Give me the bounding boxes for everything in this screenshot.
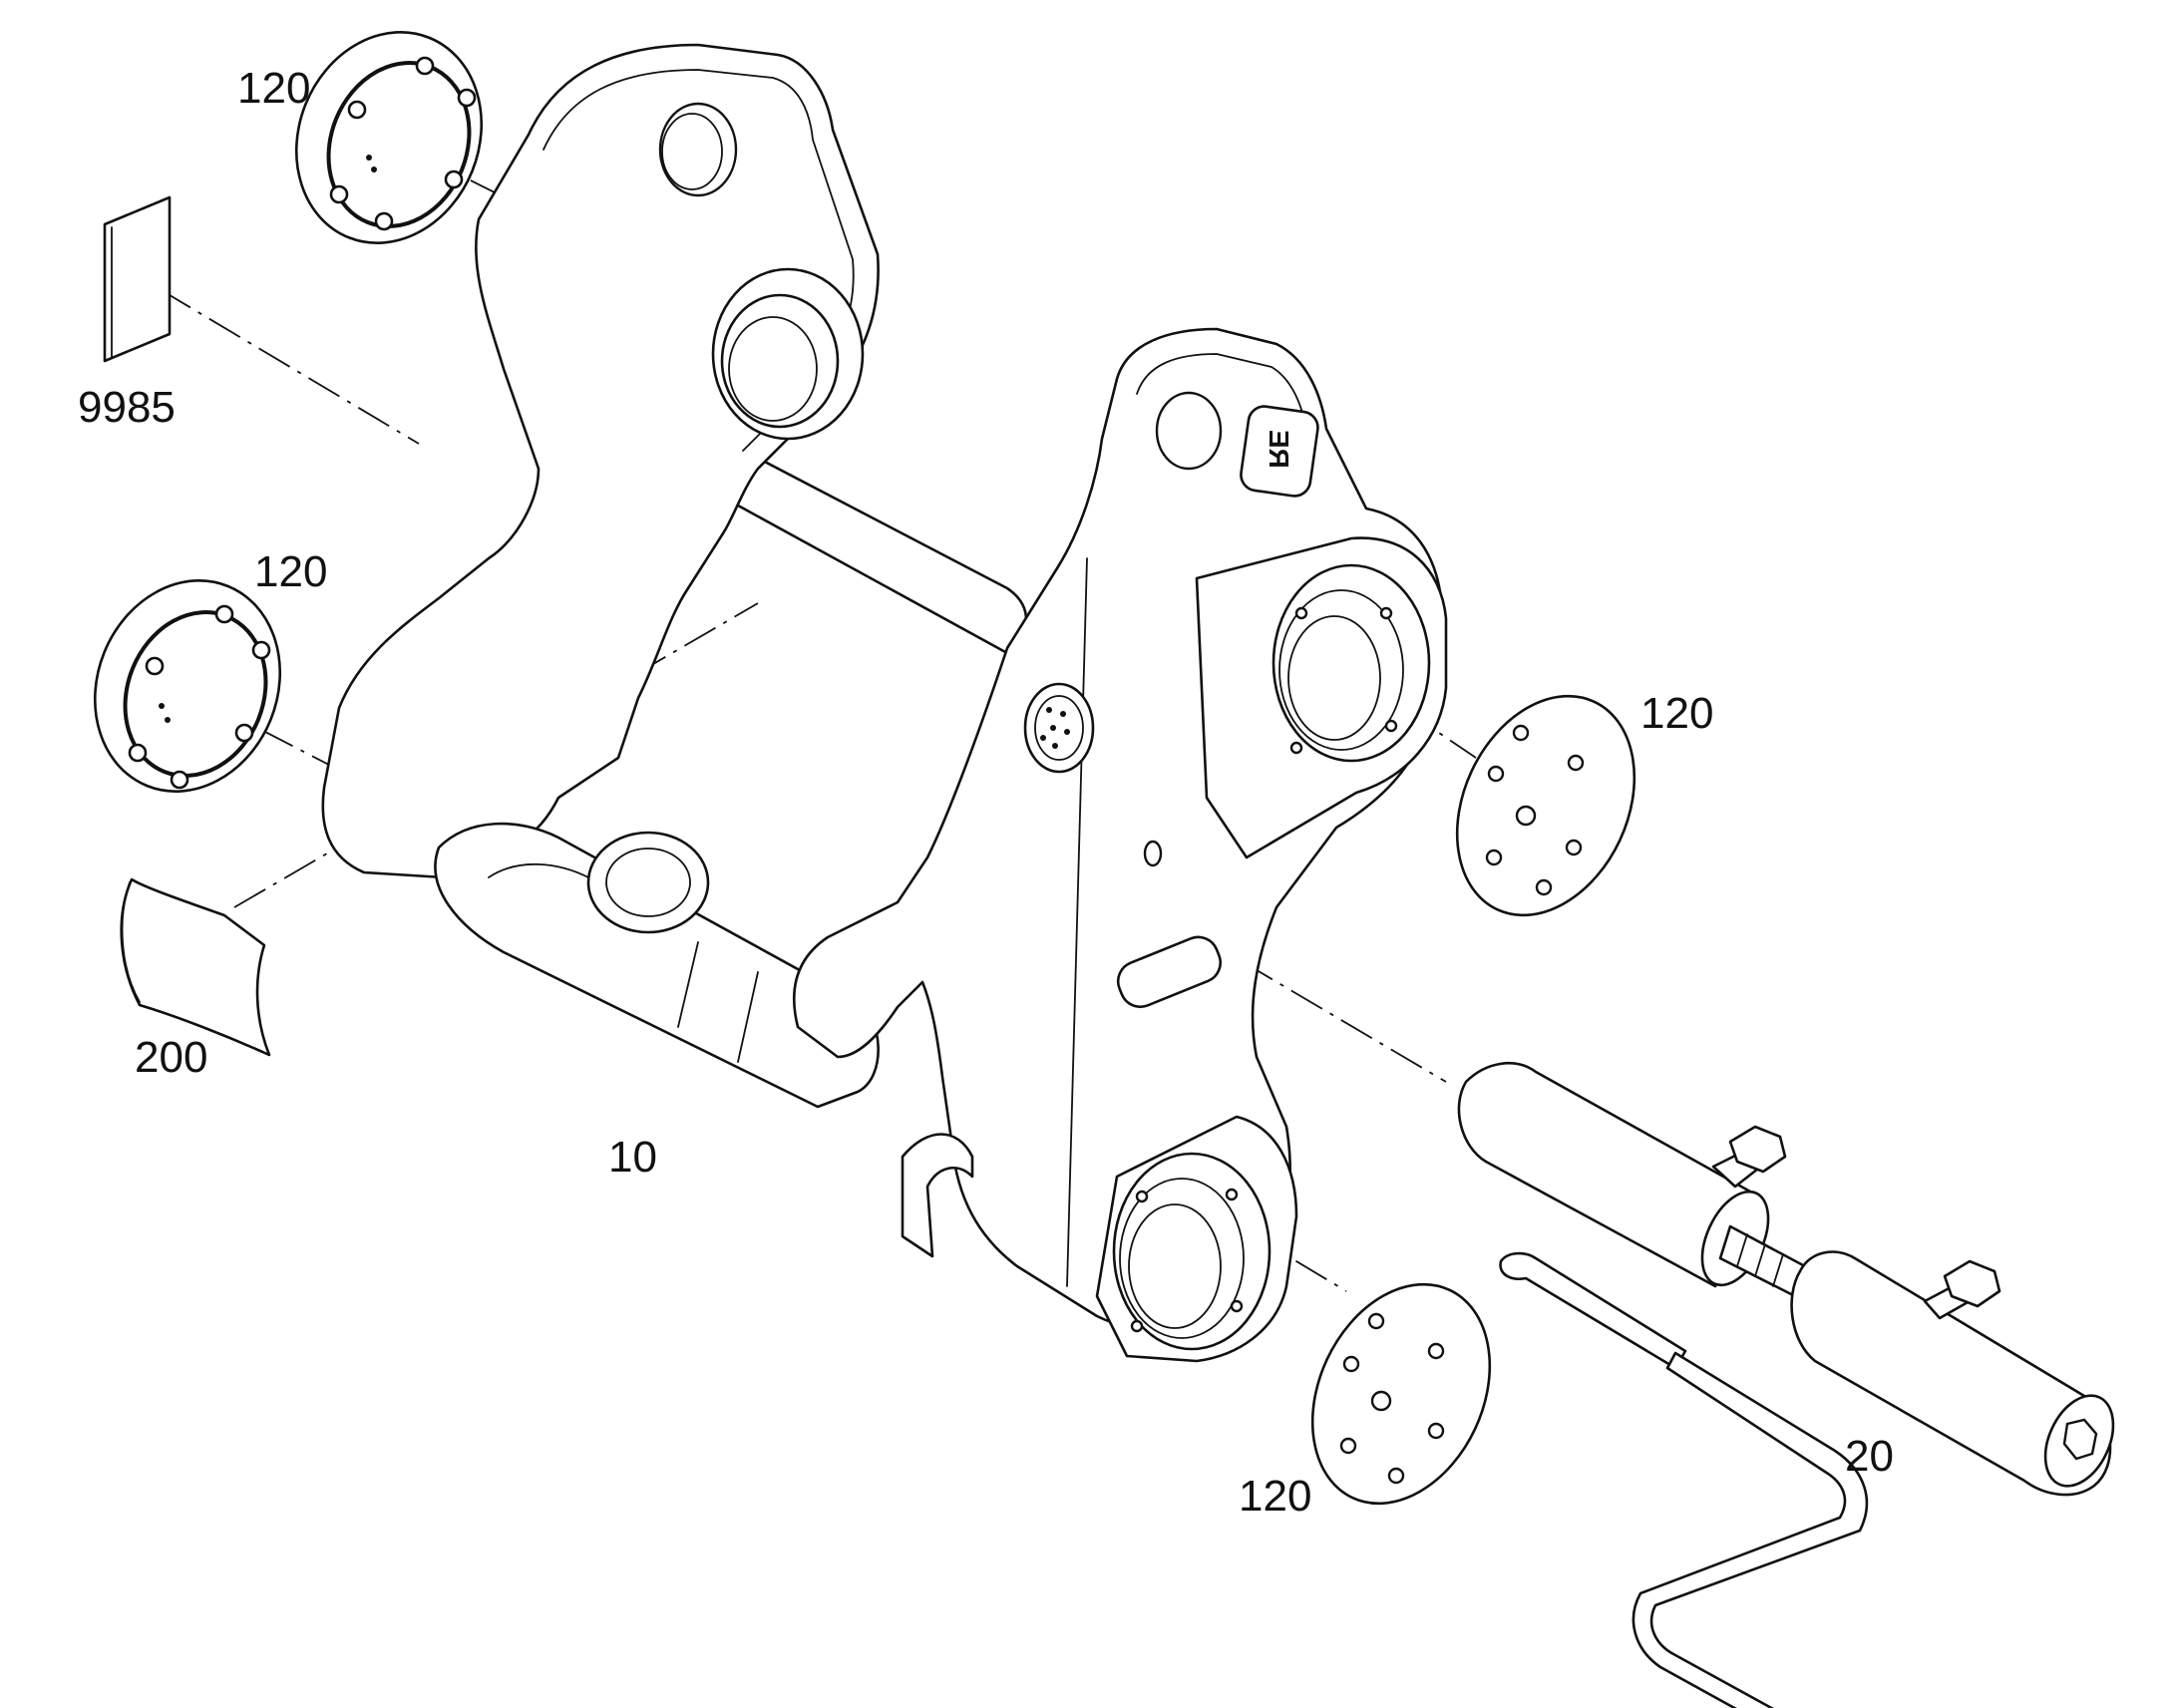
callout-20: 20 bbox=[1845, 1432, 1894, 1481]
lower-right-bushing bbox=[1112, 1152, 1272, 1351]
callout-120-bottom: 120 bbox=[1239, 1472, 1311, 1521]
cover-disc-120-left bbox=[93, 579, 282, 793]
callout-10: 10 bbox=[608, 1133, 657, 1182]
end-cap-120-bottom bbox=[1310, 1282, 1492, 1506]
hex-key-wrench bbox=[1499, 1251, 1869, 1708]
svg-text:ƎЯ: ƎЯ bbox=[1264, 430, 1294, 469]
callout-120-right: 120 bbox=[1640, 689, 1713, 738]
right-plate-upper-hole bbox=[1155, 391, 1223, 471]
curved-sheet-200 bbox=[120, 877, 271, 1057]
decal-9985 bbox=[103, 195, 172, 363]
left-plate-upper-bore bbox=[658, 102, 738, 197]
callout-200: 200 bbox=[135, 1033, 207, 1082]
left-side-plate bbox=[321, 43, 880, 879]
callout-labels: 120 9985 120 120 200 10 120 20 bbox=[78, 64, 1894, 1521]
lower-hook bbox=[901, 1133, 974, 1258]
callout-120-left: 120 bbox=[254, 547, 327, 596]
quick-coupler-frame: ƎЯ bbox=[321, 43, 1448, 1363]
lower-shaft-end-bore bbox=[586, 831, 710, 934]
name-plate-slot bbox=[1116, 935, 1223, 1009]
locking-cylinder-20 bbox=[1457, 1061, 2115, 1497]
cover-disc-120-top bbox=[294, 31, 484, 244]
callout-120-top: 120 bbox=[237, 64, 310, 113]
callout-9985: 9985 bbox=[78, 383, 176, 432]
quick-coupler-brand-logo-icon bbox=[1240, 405, 1319, 498]
lower-shaft bbox=[434, 822, 880, 1109]
end-cap-120-right bbox=[1455, 694, 1636, 917]
upper-right-bushing bbox=[1272, 563, 1431, 763]
